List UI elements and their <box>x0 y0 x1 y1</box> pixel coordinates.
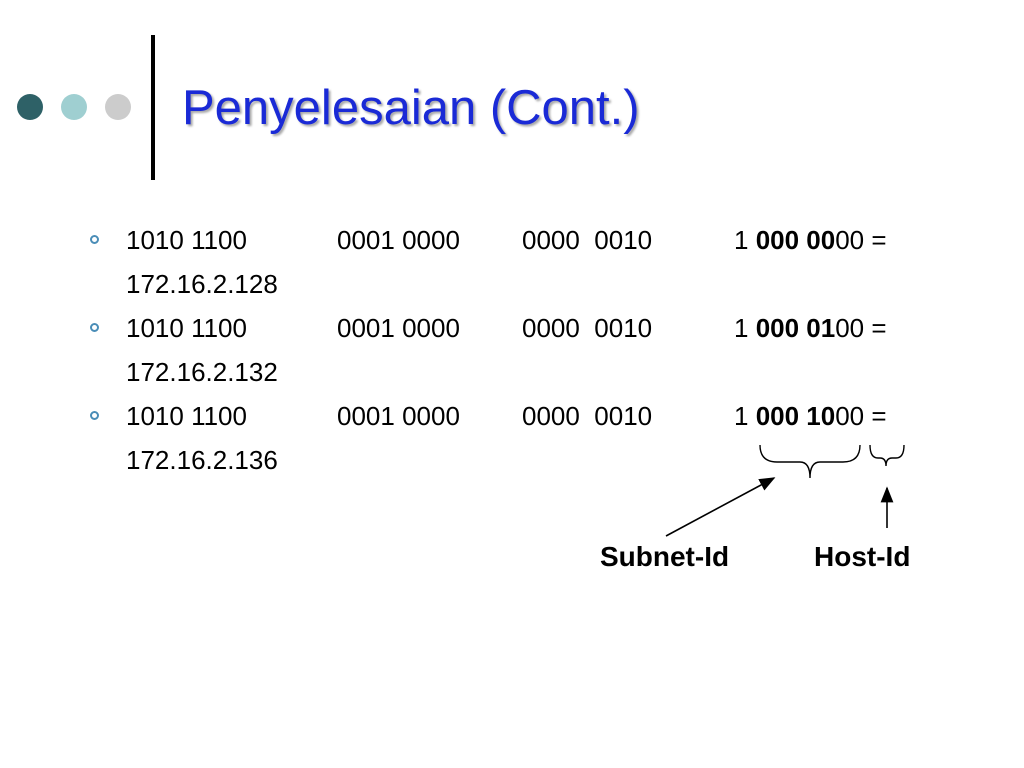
octet-1: 1010 1100 <box>126 401 247 431</box>
decorative-dot-mid <box>61 94 87 120</box>
octet-4-prefix: 1 <box>734 313 756 343</box>
bullet-ring-icon <box>90 235 99 244</box>
title-divider <box>151 35 155 180</box>
octet-3: 0000 0010 <box>522 225 653 255</box>
octet-4-host-bits: 00 = <box>835 313 887 343</box>
octet-2: 0001 0000 <box>337 313 460 343</box>
subnet-arrow <box>665 477 776 537</box>
octet-4-subnet-bits: 000 10 <box>755 401 836 431</box>
ip-result: 172.16.2.136 <box>126 445 278 475</box>
subnet-brace <box>759 444 861 479</box>
octet-4: 1 000 1000 = <box>734 394 887 438</box>
octet-4-subnet-bits: 000 01 <box>755 313 836 343</box>
bullet-list: 1010 1100 0001 0000 0000 0010 1 000 0000… <box>90 218 940 482</box>
slide-title: Penyelesaian (Cont.) <box>182 81 640 135</box>
binary-line: 1010 1100 0001 0000 0000 0010 1 000 0100… <box>126 306 940 350</box>
octet-4-subnet-bits: 000 00 <box>755 225 836 255</box>
octet-2: 0001 0000 <box>337 225 460 255</box>
octet-4: 1 000 0100 = <box>734 306 887 350</box>
decorative-dot-dark <box>17 94 43 120</box>
subnet-id-label: Subnet-Id <box>600 541 730 572</box>
octet-3: 0000 0010 <box>522 313 653 343</box>
octet-4: 1 000 0000 = <box>734 218 887 262</box>
octet-4-prefix: 1 <box>734 225 756 255</box>
ip-result: 172.16.2.132 <box>126 357 278 387</box>
host-brace <box>869 444 905 467</box>
bullet-item-1: 1010 1100 0001 0000 0000 0010 1 000 0000… <box>90 218 940 306</box>
bullet-ring-icon <box>90 323 99 332</box>
decorative-dot-light <box>105 94 131 120</box>
octet-3: 0000 0010 <box>522 401 653 431</box>
host-id-label: Host-Id <box>814 541 911 572</box>
bullet-item-2: 1010 1100 0001 0000 0000 0010 1 000 0100… <box>90 306 940 394</box>
bullet-ring-icon <box>90 411 99 420</box>
octet-4-host-bits: 00 = <box>835 401 887 431</box>
octet-1: 1010 1100 <box>126 225 247 255</box>
octet-4-prefix: 1 <box>734 401 756 431</box>
binary-line: 1010 1100 0001 0000 0000 0010 1 000 1000… <box>126 394 940 438</box>
bullet-item-3: 1010 1100 0001 0000 0000 0010 1 000 1000… <box>90 394 940 482</box>
binary-line: 1010 1100 0001 0000 0000 0010 1 000 0000… <box>126 218 940 262</box>
octet-1: 1010 1100 <box>126 313 247 343</box>
octet-4-host-bits: 00 = <box>835 225 887 255</box>
ip-result: 172.16.2.128 <box>126 269 278 299</box>
octet-2: 0001 0000 <box>337 401 460 431</box>
